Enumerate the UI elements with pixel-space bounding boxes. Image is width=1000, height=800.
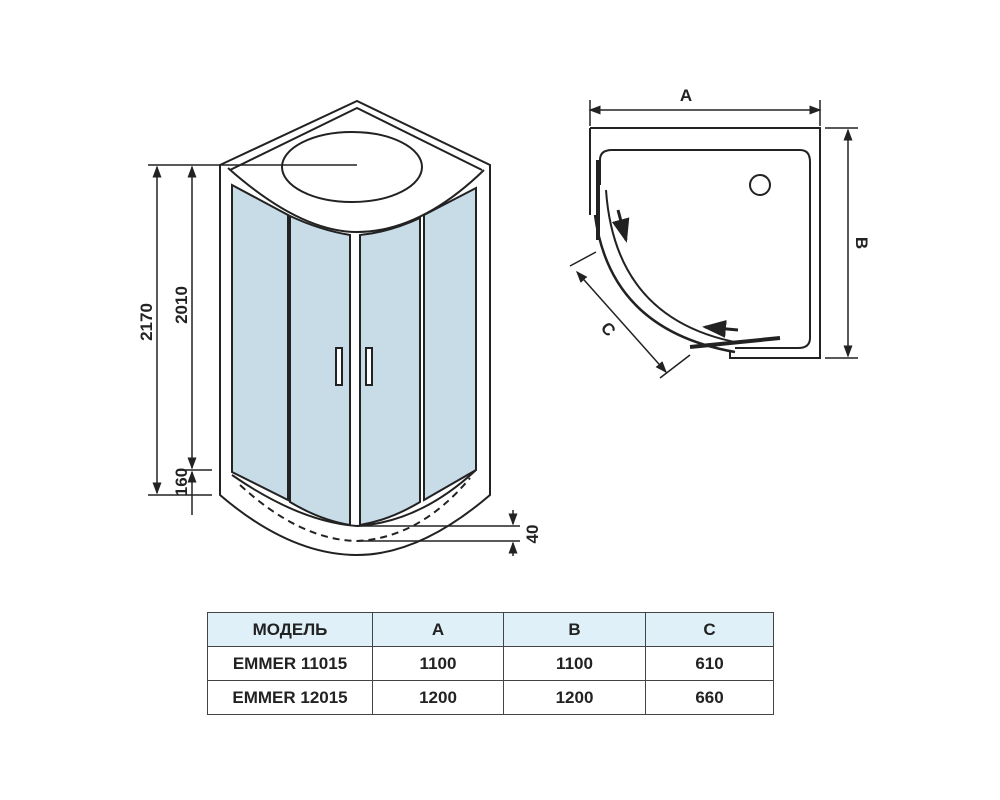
top-view — [569, 100, 858, 379]
cell-model: EMMER 12015 — [207, 680, 373, 715]
dim-height-tray: 160 — [172, 468, 191, 496]
front-view — [148, 99, 520, 557]
arrow-left-icon — [702, 319, 739, 338]
cell-model: EMMER 11015 — [207, 646, 373, 681]
tray-outline — [590, 127, 821, 359]
dim-a-label: A — [680, 86, 692, 105]
glass-right — [423, 186, 477, 502]
table-row: EMMER 11015 1100 1100 610 — [207, 646, 774, 681]
tray-inner — [599, 149, 811, 349]
drain-icon — [749, 174, 771, 196]
handle-left — [335, 347, 343, 386]
top-front-curve — [227, 167, 485, 234]
cell-b: 1200 — [503, 680, 646, 715]
dim-height-cabin: 2010 — [172, 286, 191, 324]
dim-b-label: B — [852, 237, 871, 249]
dim-c-label: C — [597, 318, 619, 340]
table-header-row: МОДЕЛЬ A B C — [207, 612, 774, 647]
header-a: A — [372, 612, 504, 647]
door-bottom — [689, 336, 781, 349]
cell-a: 1200 — [372, 680, 504, 715]
cell-c: 660 — [645, 680, 774, 715]
handle-right — [365, 347, 373, 386]
cell-b: 1100 — [503, 646, 646, 681]
model-dimensions-table: МОДЕЛЬ A B C EMMER 11015 1100 1100 610 E… — [207, 612, 774, 715]
top-inner — [229, 106, 483, 171]
table-row: EMMER 12015 1200 1200 660 — [207, 680, 774, 715]
cell-c: 610 — [645, 646, 774, 681]
arrow-down-icon — [611, 209, 630, 243]
cell-a: 1100 — [372, 646, 504, 681]
door-arc-outer — [593, 214, 736, 354]
glass-door-right — [359, 216, 421, 527]
top-ellipse — [281, 131, 423, 203]
dim-height-total: 2170 — [137, 303, 156, 341]
header-c: C — [645, 612, 774, 647]
glass-left — [231, 183, 289, 502]
header-b: B — [503, 612, 646, 647]
door-arc-inner — [605, 189, 741, 344]
dim-tray-depth: 40 — [523, 525, 542, 544]
header-model: МОДЕЛЬ — [207, 612, 373, 647]
